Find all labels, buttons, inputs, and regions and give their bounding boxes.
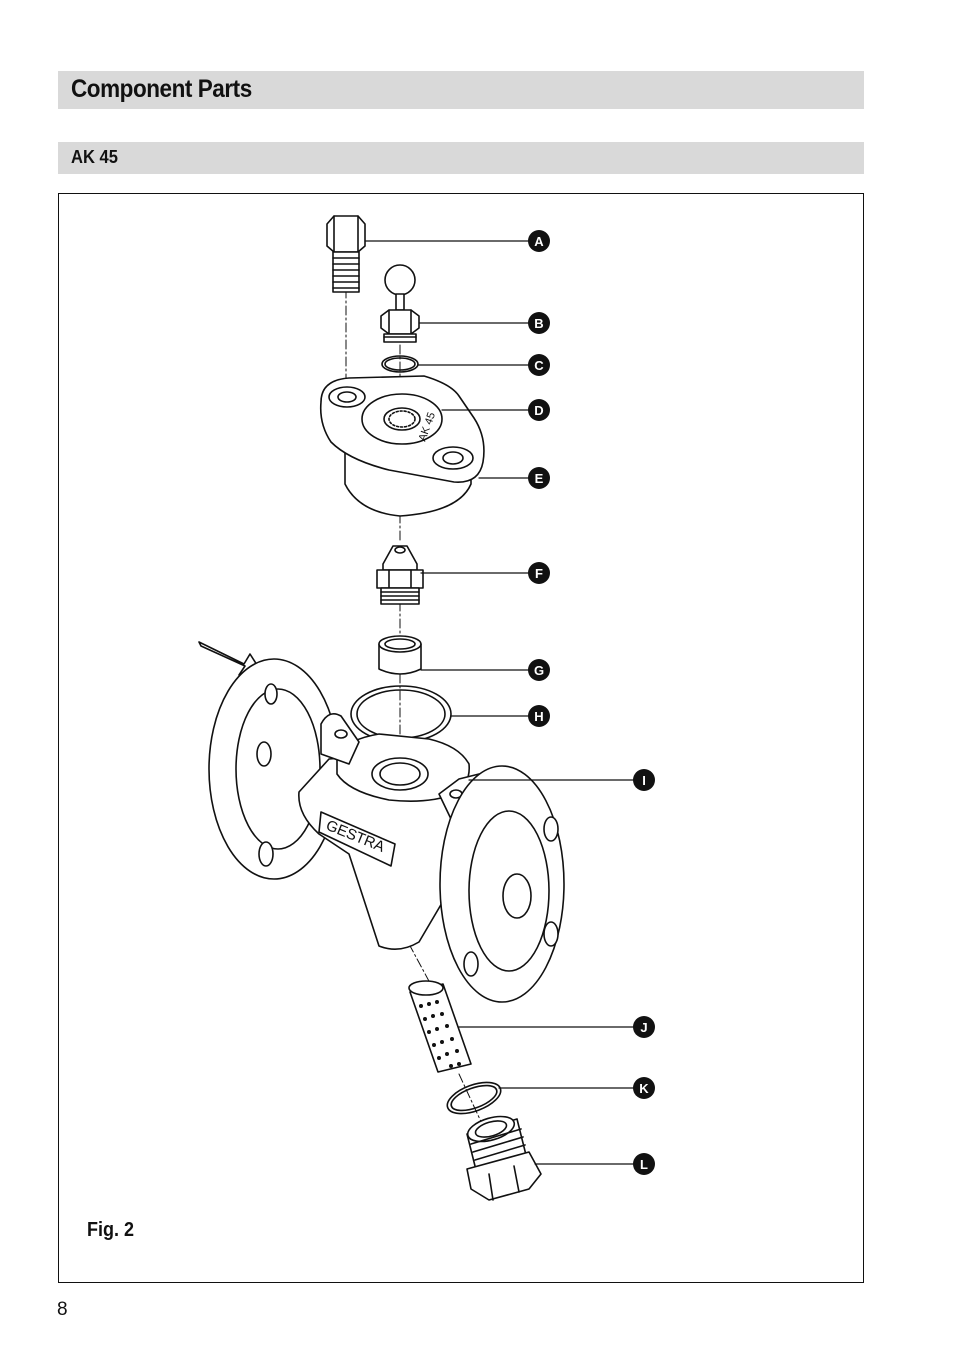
callout-labels: A B C D E F G H I J K L [528,230,655,1175]
gasket-ring-k [446,1081,502,1115]
callout-i: I [633,769,655,791]
callout-letter: J [640,1020,647,1035]
callout-letter: G [534,663,544,678]
callout-j: J [633,1016,655,1038]
callout-letter: K [639,1081,649,1096]
leader-lines [364,240,635,1165]
callout-a: A [528,230,550,252]
exploded-view-drawing: AK 45 [198,215,655,1201]
callout-l: L [633,1153,655,1175]
subsection-header: AK 45 [58,142,864,174]
nozzle-part [376,545,424,605]
callout-f: F [528,562,550,584]
callout-letter: H [534,709,543,724]
callout-g: G [528,659,550,681]
sleeve-part [378,635,422,675]
callout-d: D [528,399,550,421]
page-number: 8 [57,1299,68,1320]
bolt-part [326,215,366,293]
cover-part [319,375,485,517]
plug-part [466,1115,542,1201]
callout-h: H [528,705,550,727]
callout-b: B [528,312,550,334]
section-title: Component Parts [71,75,252,103]
callout-letter: A [534,234,544,249]
callout-letter: D [534,403,543,418]
section-header: Component Parts [58,71,864,109]
callout-e: E [528,467,550,489]
callout-k: K [633,1077,655,1099]
callout-letter: C [534,358,544,373]
callout-letter: L [640,1157,648,1172]
valve-insert-part [380,264,420,343]
gasket-ring-c [381,355,419,373]
callout-letter: I [642,773,646,788]
callout-letter: B [534,316,543,331]
figure-frame: AK 45 [58,193,864,1283]
strainer-part [408,980,472,1073]
valve-body-part [208,658,565,1003]
callout-letter: E [535,471,544,486]
gasket-ring-h [350,685,452,743]
figure-caption: Fig. 2 [87,1219,135,1241]
callout-letter: F [535,566,543,581]
callout-c: C [528,354,550,376]
subsection-title: AK 45 [71,147,118,167]
